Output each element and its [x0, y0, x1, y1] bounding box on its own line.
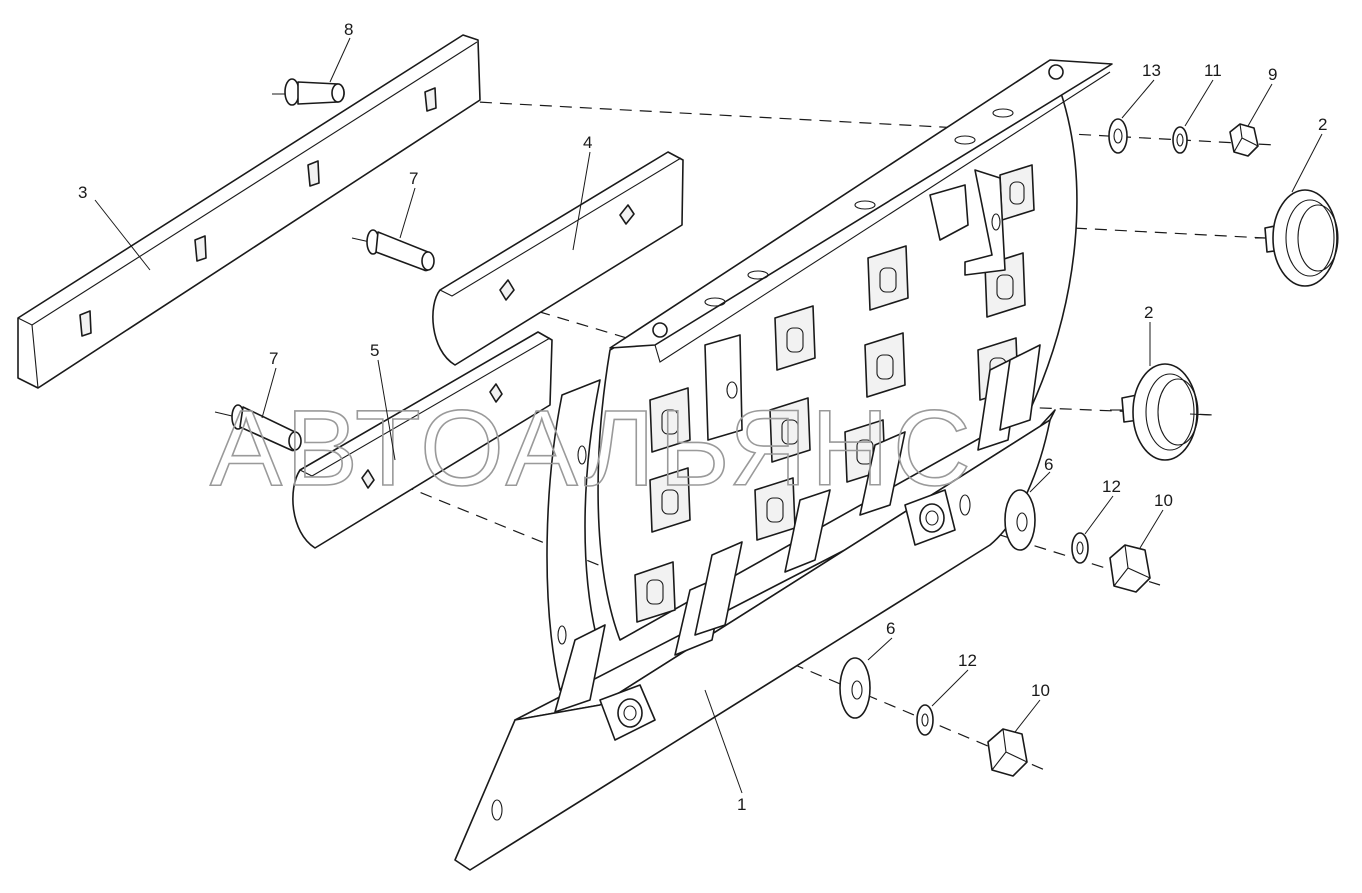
callout-2-lower: 2 — [1144, 303, 1153, 322]
part-2-cap-nut-lower — [1110, 363, 1211, 461]
callout-1: 1 — [737, 795, 746, 814]
part-7-bolt-upper — [351, 229, 435, 272]
callout-7-upper: 7 — [409, 169, 418, 188]
part-5-short-blade — [292, 331, 553, 549]
callout-2-upper: 2 — [1318, 115, 1327, 134]
tines — [554, 344, 1041, 713]
callout-10-lower: 10 — [1031, 681, 1050, 700]
part-10-nut-lower — [987, 728, 1028, 777]
callout-6-lower: 6 — [886, 619, 895, 638]
part-12-spring-washer-lower — [916, 704, 934, 736]
part-6-washer-lower — [839, 657, 871, 719]
leader-lines — [94, 37, 1323, 794]
part-10-nut-upper — [1109, 544, 1151, 593]
callout-5: 5 — [370, 341, 379, 360]
callout-9: 9 — [1268, 65, 1277, 84]
part-9-nut — [1229, 123, 1259, 157]
part-11-spring-washer — [1172, 126, 1188, 154]
part-3-long-blade — [17, 34, 481, 389]
part-6-washer-upper — [1004, 489, 1036, 551]
callout-7-lower: 7 — [269, 349, 278, 368]
part-7-bolt-lower — [214, 404, 302, 452]
callout-3: 3 — [78, 183, 87, 202]
callout-11: 11 — [1204, 61, 1222, 80]
part-4-short-blade — [432, 151, 684, 366]
callout-4: 4 — [583, 133, 592, 152]
part-1-main-plate — [454, 59, 1113, 871]
callout-6-upper: 6 — [1044, 455, 1053, 474]
callout-12-lower: 12 — [958, 651, 977, 670]
callout-12-upper: 12 — [1102, 477, 1121, 496]
part-8-bolt — [272, 78, 345, 106]
part-12-spring-washer-upper — [1071, 532, 1089, 564]
callout-8: 8 — [344, 20, 353, 39]
callouts: 8 3 7 4 7 5 13 11 9 2 2 6 12 10 6 12 10 … — [78, 20, 1327, 814]
part-2-cap-nut-upper — [1255, 189, 1339, 287]
watermark: АВТОАЛЬЯНС — [210, 387, 975, 508]
callout-13: 13 — [1142, 61, 1161, 80]
part-13-washer — [1108, 118, 1128, 154]
callout-10-upper: 10 — [1154, 491, 1173, 510]
